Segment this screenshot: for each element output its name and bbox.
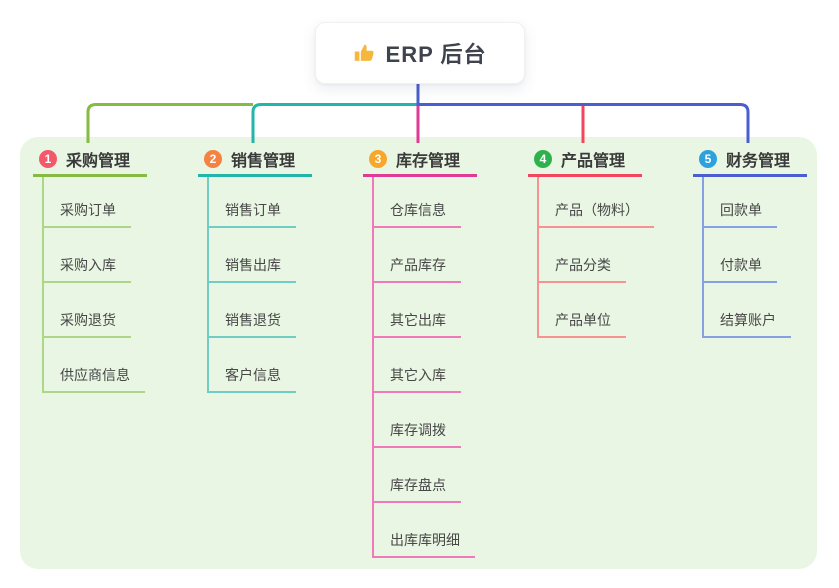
branch-number-badge: 5 bbox=[699, 149, 717, 168]
thumbs-up-icon bbox=[354, 42, 376, 64]
child-item[interactable]: 产品单位 bbox=[539, 283, 626, 338]
child-item[interactable]: 出库库明细 bbox=[374, 503, 475, 558]
branch-label: 财务管理 bbox=[726, 152, 791, 170]
child-item[interactable]: 产品库存 bbox=[374, 228, 461, 283]
branch-title[interactable]: 4 产品管理 bbox=[528, 143, 642, 177]
child-item[interactable]: 采购入库 bbox=[44, 228, 131, 283]
branch-number-badge: 2 bbox=[204, 149, 222, 168]
branch-children: 仓库信息产品库存其它出库其它入库库存调拨库存盘点出库库明细 bbox=[372, 177, 475, 558]
child-item[interactable]: 其它入库 bbox=[374, 338, 461, 393]
root-title: ERP 后台 bbox=[385, 42, 487, 67]
branch-label: 采购管理 bbox=[66, 152, 131, 170]
branch-number-badge: 1 bbox=[39, 149, 57, 168]
branch-children: 采购订单采购入库采购退货供应商信息 bbox=[42, 177, 145, 393]
branch-2: 2 销售管理销售订单销售出库销售退货客户信息 bbox=[198, 143, 358, 393]
branch-1: 1 采购管理采购订单采购入库采购退货供应商信息 bbox=[33, 143, 193, 393]
child-item[interactable]: 采购退货 bbox=[44, 283, 131, 338]
child-item[interactable]: 客户信息 bbox=[209, 338, 296, 393]
branch-title[interactable]: 2 销售管理 bbox=[198, 143, 312, 177]
child-item[interactable]: 产品（物料） bbox=[539, 177, 654, 228]
branch-title[interactable]: 5 财务管理 bbox=[693, 143, 807, 177]
child-item[interactable]: 其它出库 bbox=[374, 283, 461, 338]
branch-number-badge: 4 bbox=[534, 149, 552, 168]
branch-children: 产品（物料）产品分类产品单位 bbox=[537, 177, 654, 338]
branch-children: 销售订单销售出库销售退货客户信息 bbox=[207, 177, 296, 393]
branch-title[interactable]: 1 采购管理 bbox=[33, 143, 147, 177]
child-item[interactable]: 仓库信息 bbox=[374, 177, 461, 228]
branch-5: 5 财务管理回款单付款单结算账户 bbox=[693, 143, 839, 338]
child-item[interactable]: 销售订单 bbox=[209, 177, 296, 228]
branch-children: 回款单付款单结算账户 bbox=[702, 177, 791, 338]
child-item[interactable]: 采购订单 bbox=[44, 177, 131, 228]
child-item[interactable]: 库存盘点 bbox=[374, 448, 461, 503]
child-item[interactable]: 产品分类 bbox=[539, 228, 626, 283]
branch-title[interactable]: 3 库存管理 bbox=[363, 143, 477, 177]
branch-label: 库存管理 bbox=[396, 152, 461, 170]
branch-4: 4 产品管理产品（物料）产品分类产品单位 bbox=[528, 143, 688, 338]
branch-3: 3 库存管理仓库信息产品库存其它出库其它入库库存调拨库存盘点出库库明细 bbox=[363, 143, 523, 558]
child-item[interactable]: 付款单 bbox=[704, 228, 777, 283]
child-item[interactable]: 供应商信息 bbox=[44, 338, 145, 393]
branches-background-panel bbox=[20, 137, 817, 569]
child-item[interactable]: 库存调拨 bbox=[374, 393, 461, 448]
branch-label: 产品管理 bbox=[561, 152, 626, 170]
branch-label: 销售管理 bbox=[231, 152, 296, 170]
child-item[interactable]: 销售退货 bbox=[209, 283, 296, 338]
child-item[interactable]: 销售出库 bbox=[209, 228, 296, 283]
branch-number-badge: 3 bbox=[369, 149, 387, 168]
child-item[interactable]: 结算账户 bbox=[704, 283, 791, 338]
child-item[interactable]: 回款单 bbox=[704, 177, 777, 228]
root-node[interactable]: ERP 后台 bbox=[315, 22, 525, 84]
